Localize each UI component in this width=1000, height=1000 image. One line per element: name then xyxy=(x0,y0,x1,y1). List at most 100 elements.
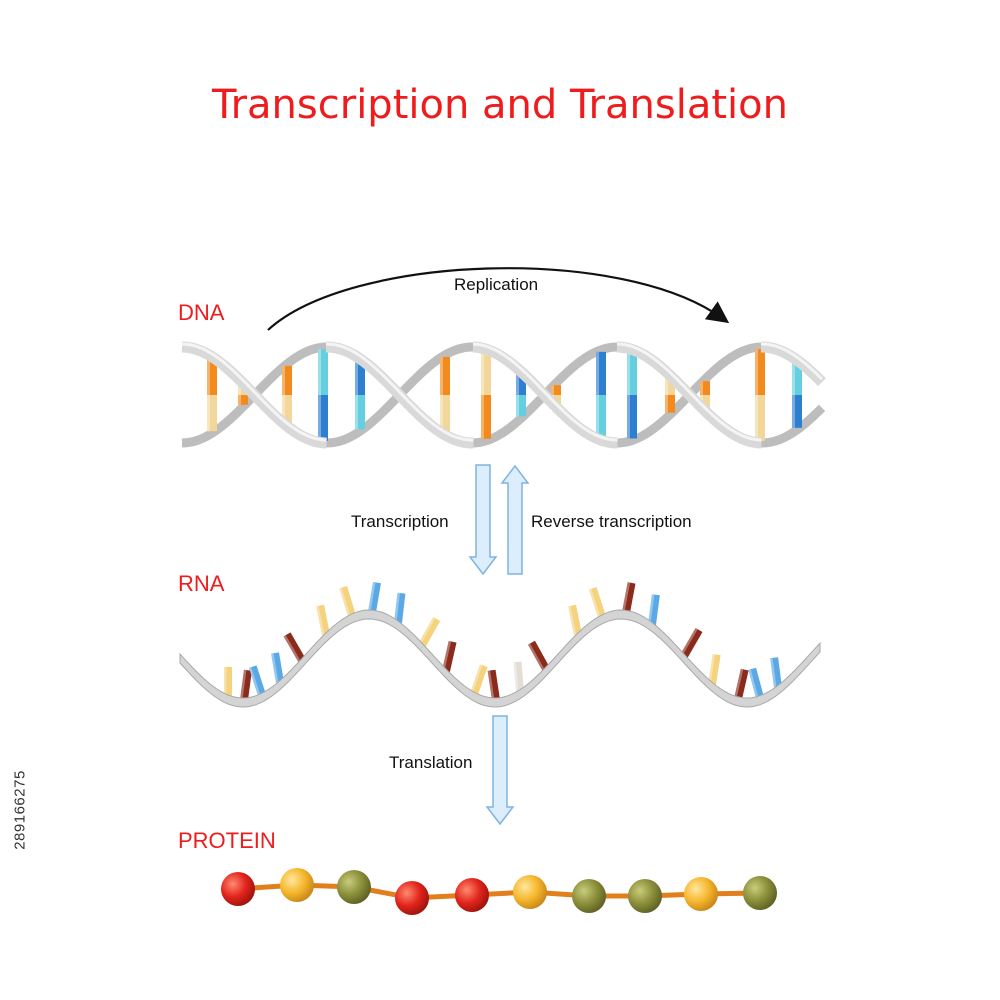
dna-base-pair-shine xyxy=(516,373,519,417)
dna-backbone-highlight xyxy=(226,363,232,370)
dna-base-pair-upper xyxy=(481,351,491,395)
dna-backbone-segment xyxy=(201,432,209,443)
dna-backbone-highlight xyxy=(295,428,301,434)
dna-backbone-segment xyxy=(766,341,772,354)
rna-base-stem xyxy=(240,669,252,701)
dna-backbone-segment xyxy=(192,436,199,446)
dna-base-pair-shine xyxy=(282,365,285,425)
dna-backbone-highlight xyxy=(378,371,385,377)
rna-base-shine xyxy=(680,628,698,656)
dna-backbone-segment xyxy=(661,366,673,378)
dna-backbone-highlight xyxy=(666,369,673,375)
dna-backbone-segment xyxy=(559,409,571,422)
dna-backbone-highlight xyxy=(439,427,445,433)
dna-backbone-highlight xyxy=(442,429,448,435)
dna-backbone-segment xyxy=(575,356,585,367)
dna-backbone-highlight xyxy=(202,347,208,352)
dna-backbone-highlight xyxy=(528,376,535,382)
dna-backbone-highlight xyxy=(252,390,259,397)
dna-backbone-highlight xyxy=(775,344,780,349)
rna-base-stem xyxy=(680,628,703,658)
rna-base-stem xyxy=(248,665,266,697)
dna-backbone-segment xyxy=(497,350,507,363)
dna-backbone-segment xyxy=(428,358,438,369)
dna-backbone-segment xyxy=(769,437,775,447)
dna-backbone-segment xyxy=(713,362,723,373)
dna-backbone-segment xyxy=(630,344,638,356)
dna-backbone-segment xyxy=(189,436,196,447)
dna-backbone-segment xyxy=(333,342,340,354)
dna-backbone-segment xyxy=(805,413,816,424)
dna-backbone-segment xyxy=(777,434,785,444)
dna-backbone-segment xyxy=(811,408,822,418)
dna-backbone-segment xyxy=(400,395,412,408)
dna-backbone-highlight xyxy=(589,430,595,436)
dna-backbone-highlight xyxy=(313,436,318,441)
dna-backbone-highlight xyxy=(408,401,415,408)
dna-backbone-segment xyxy=(368,416,378,427)
dna-backbone-segment xyxy=(607,436,613,449)
dna-backbone-segment xyxy=(265,405,277,418)
dna-backbone-highlight xyxy=(454,435,459,440)
dna-backbone-highlight xyxy=(381,374,388,380)
dna-backbone-segment xyxy=(526,376,538,388)
dna-backbone-segment xyxy=(814,374,826,386)
dna-backbone-highlight xyxy=(205,349,211,354)
dna-backbone-highlight xyxy=(301,431,307,437)
dna-backbone-segment xyxy=(791,425,801,436)
dna-backbone-highlight xyxy=(715,416,721,423)
amino-acid-olive xyxy=(572,879,606,913)
dna-backbone-segment xyxy=(670,375,682,387)
dna-backbone-segment xyxy=(284,357,294,368)
dna-backbone-segment xyxy=(453,434,461,447)
rna-base-stem xyxy=(568,604,582,636)
dna-backbone-segment xyxy=(597,345,605,355)
dna-backbone-segment xyxy=(638,348,648,361)
dna-backbone-segment xyxy=(412,407,424,420)
dna-backbone-segment xyxy=(385,399,396,409)
dna-backbone-segment xyxy=(339,343,347,356)
dna-backbone-segment xyxy=(440,429,450,441)
dna-backbone-highlight xyxy=(598,434,604,440)
dna-backbone-highlight xyxy=(531,379,538,385)
dna-backbone-highlight xyxy=(745,435,750,440)
dna-backbone-highlight xyxy=(640,349,646,354)
rna-base-stem xyxy=(271,652,284,684)
dna-backbone-highlight xyxy=(346,347,352,352)
dna-backbone-segment xyxy=(562,366,573,377)
dna-backbone-segment xyxy=(483,435,490,446)
dna-backbone-highlight xyxy=(511,359,517,365)
dna-backbone-segment xyxy=(489,433,497,444)
dna-backbone-segment xyxy=(379,405,390,415)
rna-base-shine xyxy=(368,581,376,612)
dna-base-pair-upper xyxy=(516,373,526,395)
dna-base-pair-shine xyxy=(792,362,795,428)
dna-backbone-highlight xyxy=(331,342,336,347)
dna-backbone-segment xyxy=(306,345,314,356)
dna-backbone-segment xyxy=(388,396,399,406)
dna-backbone-highlight xyxy=(261,399,268,406)
dna-backbone-segment xyxy=(544,384,555,395)
dna-backbone-segment xyxy=(356,425,366,436)
dna-backbone-segment xyxy=(774,435,781,446)
rna-base-stem xyxy=(368,581,381,613)
rna-base-stem xyxy=(339,586,356,618)
dna-backbone-highlight xyxy=(693,396,700,403)
dna-backbone-segment xyxy=(725,353,735,364)
dna-backbone-segment xyxy=(556,406,568,419)
dna-backbone-highlight xyxy=(211,352,217,358)
rna-base-stem xyxy=(734,668,749,700)
rna-base-shine xyxy=(708,654,716,685)
dna-backbone-segment xyxy=(244,384,256,396)
dna-backbone-segment xyxy=(312,435,319,448)
dna-backbone-highlight xyxy=(508,357,514,363)
amino-acid-yellow xyxy=(513,875,547,909)
dna-backbone-highlight xyxy=(448,432,454,438)
dna-backbone-segment xyxy=(544,394,556,407)
dna-backbone-highlight xyxy=(289,424,295,430)
dna-backbone-segment xyxy=(206,350,216,362)
rna-base-stem xyxy=(470,664,488,696)
dna-base-pair-upper xyxy=(700,381,710,395)
dna-base-pair-upper xyxy=(551,385,561,395)
rna-nucleotide xyxy=(513,661,524,693)
